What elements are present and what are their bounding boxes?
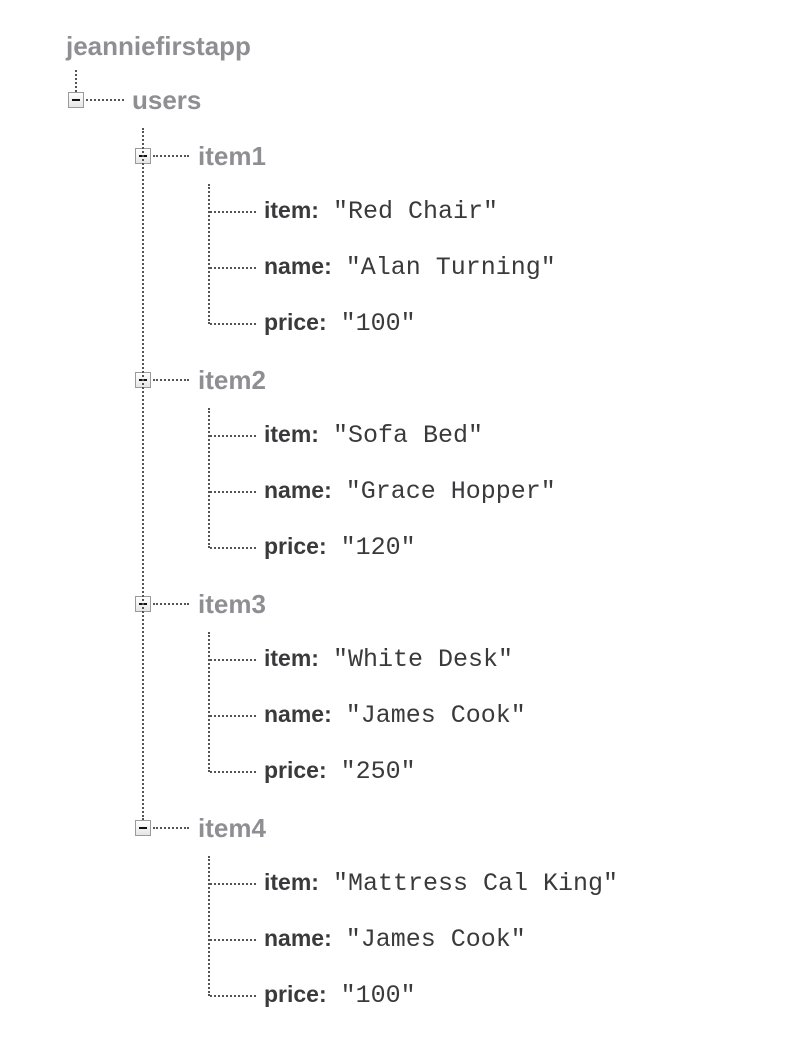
field-key: price: [264, 533, 319, 559]
field-connector-line: [210, 491, 256, 493]
field-connector-line: [210, 211, 256, 213]
field-row[interactable]: name: "Alan Turning": [264, 253, 556, 282]
field-value[interactable]: "120": [340, 533, 416, 562]
field-value[interactable]: "Alan Turning": [345, 253, 556, 282]
field-separator: :: [324, 701, 332, 727]
field-connector-line: [210, 939, 256, 941]
field-vertical-line: [208, 856, 210, 996]
field-separator: :: [311, 421, 319, 447]
field-key: name: [264, 925, 325, 951]
field-row[interactable]: name: "James Cook": [264, 925, 526, 954]
field-row[interactable]: price: "120": [264, 533, 416, 562]
field-row[interactable]: item: "Mattress Cal King": [264, 869, 619, 898]
field-key: name: [264, 253, 325, 279]
field-vertical-line: [208, 408, 210, 548]
root-node-label[interactable]: jeanniefirstapp: [66, 31, 251, 61]
field-key: item: [264, 197, 312, 223]
field-key: price: [264, 757, 319, 783]
node-label-item[interactable]: item4: [198, 813, 266, 843]
field-connector-line: [210, 883, 256, 885]
field-value[interactable]: "White Desk": [332, 645, 513, 674]
field-row[interactable]: name: "James Cook": [264, 701, 526, 730]
field-connector-line: [210, 715, 256, 717]
field-separator: :: [318, 981, 327, 1007]
field-separator: :: [311, 197, 319, 223]
field-row[interactable]: item: "Red Chair": [264, 197, 498, 226]
field-value[interactable]: "James Cook": [345, 925, 526, 954]
field-vertical-line: [208, 184, 210, 324]
item-connector-line: [153, 155, 189, 157]
field-separator: :: [311, 645, 319, 671]
node-label-item[interactable]: item3: [198, 589, 266, 619]
field-key: price: [264, 981, 319, 1007]
collapse-toggle-icon[interactable]: [68, 92, 84, 108]
field-value[interactable]: "250": [340, 757, 416, 786]
items-vertical-line: [142, 128, 144, 820]
item-connector-line: [153, 379, 189, 381]
node-label-item[interactable]: item2: [198, 365, 266, 395]
field-key: name: [264, 477, 325, 503]
node-label-users[interactable]: users: [132, 85, 202, 115]
field-connector-line: [210, 323, 256, 325]
field-value[interactable]: "100": [340, 981, 416, 1010]
field-separator: :: [324, 477, 332, 503]
field-separator: :: [324, 253, 332, 279]
field-key: name: [264, 701, 325, 727]
field-row[interactable]: item: "White Desk": [264, 645, 513, 674]
field-separator: :: [318, 757, 327, 783]
field-row[interactable]: price: "100": [264, 309, 416, 338]
field-separator: :: [318, 309, 327, 335]
field-key: price: [264, 309, 319, 335]
field-value[interactable]: "James Cook": [345, 701, 526, 730]
field-connector-line: [210, 659, 256, 661]
field-key: item: [264, 869, 312, 895]
field-key: item: [264, 645, 312, 671]
field-key: item: [264, 421, 312, 447]
field-separator: :: [311, 869, 319, 895]
field-connector-line: [210, 435, 256, 437]
field-row[interactable]: name: "Grace Hopper": [264, 477, 556, 506]
field-connector-line: [210, 771, 256, 773]
collapse-toggle-icon[interactable]: [135, 820, 151, 836]
users-connector-line: [86, 99, 124, 101]
item-connector-line: [153, 827, 189, 829]
field-row[interactable]: price: "250": [264, 757, 416, 786]
field-value[interactable]: "Red Chair": [332, 197, 498, 226]
item-connector-line: [153, 603, 189, 605]
field-connector-line: [210, 995, 256, 997]
field-value[interactable]: "Grace Hopper": [345, 477, 556, 506]
field-value[interactable]: "Sofa Bed": [332, 421, 483, 450]
field-row[interactable]: item: "Sofa Bed": [264, 421, 483, 450]
node-label-item[interactable]: item1: [198, 141, 266, 171]
field-value[interactable]: "100": [340, 309, 416, 338]
field-separator: :: [324, 925, 332, 951]
field-connector-line: [210, 267, 256, 269]
field-connector-line: [210, 547, 256, 549]
field-separator: :: [318, 533, 327, 559]
root-connector-line: [75, 70, 77, 92]
field-value[interactable]: "Mattress Cal King": [332, 869, 619, 898]
field-row[interactable]: price: "100": [264, 981, 416, 1010]
field-vertical-line: [208, 632, 210, 772]
